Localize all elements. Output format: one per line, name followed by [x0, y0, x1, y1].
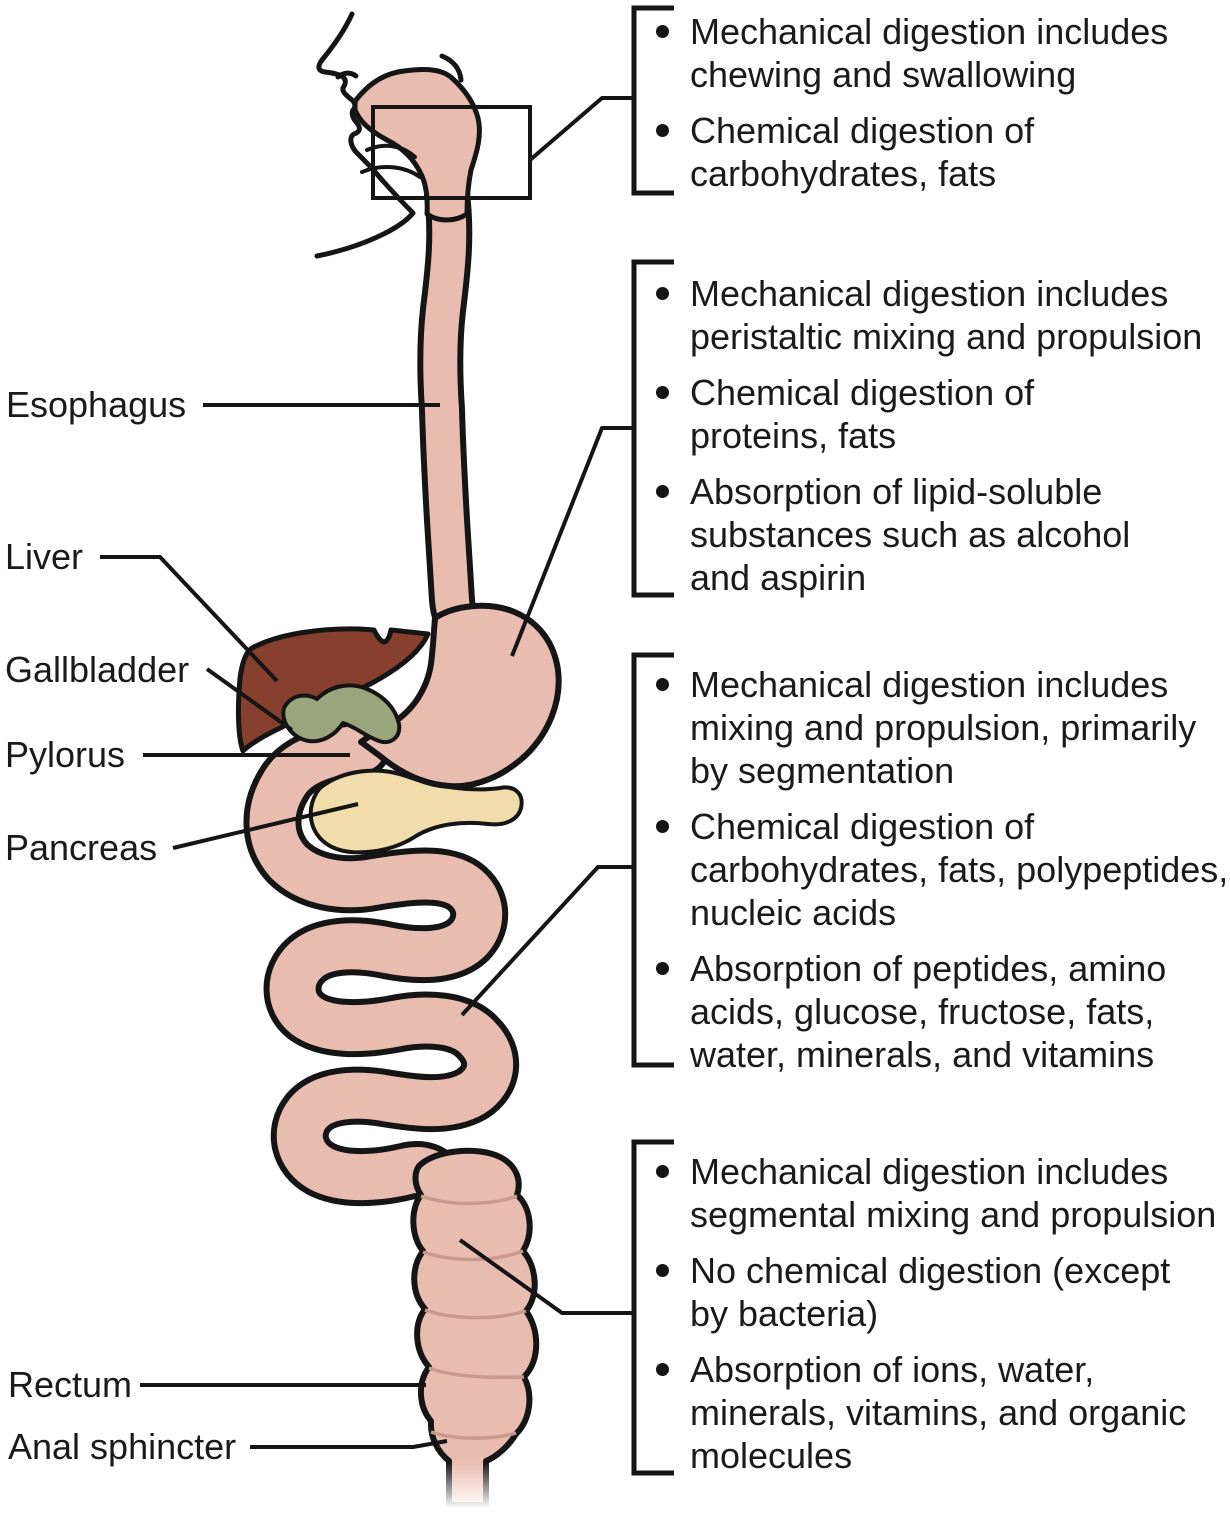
bullet-dot-icon [656, 25, 669, 38]
anal-sphincter-leader [250, 1439, 448, 1449]
group1-leader [528, 96, 634, 162]
annotation-bullet: Mechanical digestion includes mixing and… [654, 663, 1230, 792]
label-pancreas: Pancreas [5, 827, 158, 868]
bullet-dot-icon [656, 386, 669, 399]
annotation-bullet: Absorption of lipid-soluble substances s… [654, 470, 1230, 599]
bullet-dot-icon [656, 678, 669, 691]
annotation-bullet: Chemical digestion of proteins, fats [654, 371, 1230, 457]
annotation-bullet: Mechanical digestion includes segmental … [654, 1150, 1230, 1236]
pancreas-leader [172, 802, 359, 850]
label-esophagus: Esophagus [6, 384, 187, 425]
annotation-bullet: Absorption of ions, water, minerals, vit… [654, 1348, 1230, 1477]
colon-crease-lines [420, 1194, 527, 1440]
bullet-dot-icon [656, 485, 669, 498]
esophagus-shape [417, 172, 484, 645]
chin-crease-line [360, 164, 422, 179]
mouth-callout-box [371, 105, 532, 200]
annotation-bullet: Absorption of peptides, amino acids, glu… [654, 947, 1230, 1076]
neck-back-line [439, 53, 464, 83]
head-profile [314, 11, 482, 259]
label-pylorus: Pylorus [5, 734, 126, 775]
large-intestine-shape [410, 1147, 540, 1524]
liver-leader [100, 555, 279, 683]
group4-leader [458, 1238, 634, 1315]
bracket-large-intestine [631, 1139, 674, 1476]
bullet-dot-icon [656, 820, 669, 833]
group3-leader [460, 865, 634, 1017]
leader-lines [100, 96, 634, 1449]
annotation-bullet: Mechanical digestion includes chewing an… [654, 10, 1230, 96]
bullet-dot-icon [656, 287, 669, 300]
label-gallbladder: Gallbladder [5, 649, 190, 690]
face-outline [314, 11, 416, 259]
annotation-bullet: Chemical digestion of carbohydrates, fat… [654, 109, 1230, 195]
label-rectum: Rectum [8, 1364, 133, 1405]
annotation-bullet: No chemical digestion (except by bacteri… [654, 1249, 1230, 1335]
bracket-mouth [631, 5, 674, 196]
gallbladder-leader [205, 667, 294, 732]
bullet-dot-icon [656, 1264, 669, 1277]
bullet-dot-icon [656, 1165, 669, 1178]
bullet-dot-icon [656, 124, 669, 137]
annotation-brackets [631, 5, 674, 1476]
label-liver: Liver [5, 536, 84, 577]
anal-canal-fade [420, 1462, 500, 1524]
bracket-stomach [631, 259, 674, 598]
annotation-group-mouth: Mechanical digestion includes chewing an… [654, 10, 1230, 195]
annotation-bullet: Chemical digestion of carbohydrates, fat… [654, 805, 1230, 934]
annotation-group-small-intestine: Mechanical digestion includes mixing and… [654, 663, 1230, 1076]
group2-leader [510, 426, 634, 657]
annotation-group-stomach: Mechanical digestion includes peristalti… [654, 272, 1230, 599]
pancreas-shape [308, 768, 524, 855]
bracket-small-intestine [631, 652, 674, 1068]
bullet-dot-icon [656, 1363, 669, 1376]
bullet-dot-icon [656, 962, 669, 975]
annotation-bullet: Mechanical digestion includes peristalti… [654, 272, 1230, 358]
gallbladder-shape [281, 683, 402, 744]
eye-mark [335, 70, 359, 80]
label-anal-sphincter: Anal sphincter [8, 1426, 237, 1467]
small-intestine-shape [243, 719, 520, 1209]
annotation-group-large-intestine: Mechanical digestion includes segmental … [654, 1150, 1230, 1477]
